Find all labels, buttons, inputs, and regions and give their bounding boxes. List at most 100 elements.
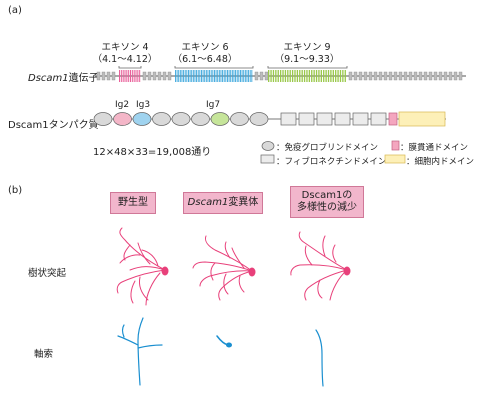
mutant-axon-tip [226, 342, 232, 348]
reduced-diversity-line1: Dscam1の [301, 190, 353, 201]
gene-exon-segment [433, 71, 438, 81]
dendrite-wild-type [116, 227, 166, 306]
alternative-exon-bar [228, 70, 230, 82]
ig7-label: Ig7 [206, 100, 221, 110]
alternative-exon-bar [236, 70, 238, 82]
alternative-exon-bar [225, 70, 227, 82]
alternative-exon-bar [323, 70, 325, 82]
alternative-exon-bar [291, 70, 294, 82]
gene-exon-segment [264, 71, 269, 81]
alternative-exon-bar [178, 70, 180, 82]
alternative-exon-bar [217, 70, 219, 82]
exon-6-name: エキソン 6 [181, 42, 229, 53]
alternative-exon-bar [246, 70, 248, 82]
alternative-exon-bar [222, 70, 224, 82]
alternative-exon-bar [277, 70, 279, 82]
alternative-exon-bar [137, 70, 139, 82]
legend-tm-icon [391, 140, 400, 151]
alternative-exon-bar [176, 70, 178, 82]
alternative-exon-bar [301, 70, 303, 82]
alternative-exon-bar [244, 70, 246, 82]
mutant-box: Dscam1変異体 [183, 192, 263, 214]
ig-domain [249, 112, 269, 126]
alternative-exon-bar [215, 70, 217, 82]
alternative-exon-bar [296, 70, 299, 82]
gene-exon-segment [448, 71, 453, 81]
exon-6-label: エキソン 6 （6.1～6.48） [170, 42, 240, 66]
alternative-exon-bar [330, 70, 332, 82]
alternative-exon-bar [251, 70, 253, 82]
exon-brackets [118, 66, 348, 69]
gene-exon-segment [353, 71, 358, 81]
dendrite-row-label: 樹状突起 [28, 268, 67, 279]
alternative-exon-bar [233, 70, 235, 82]
gene-exon-segment [147, 71, 152, 81]
alternative-exon-bar [212, 70, 214, 82]
gene-exon-segment [259, 71, 264, 81]
alternative-exon-bar [207, 70, 209, 82]
alternative-exon-bar [306, 70, 308, 82]
gene-exon-segment [106, 71, 111, 81]
gene-exon-segment [458, 71, 463, 81]
alternative-exon-bar [139, 70, 141, 82]
alternative-exon-bar [199, 70, 201, 82]
alternative-exon-bar [335, 70, 337, 82]
gene-exon-segment [393, 71, 398, 81]
exon-9-bracket [267, 66, 348, 69]
exon-bars [119, 70, 346, 82]
gene-name-italic: Dscam1 [28, 73, 69, 84]
gene-exon-segment [167, 71, 172, 81]
panel-b-label: (b) [8, 185, 23, 196]
exon-4-range: （4.1～4.12） [92, 54, 158, 65]
alternative-exon-bar [194, 70, 196, 82]
gene-label-suffix: 遺伝子 [68, 73, 99, 84]
legend-ig-text: ：免疫グロブリンドメイン [276, 143, 379, 153]
gene-exon-segment [363, 71, 368, 81]
ig2-label: Ig2 [115, 100, 130, 110]
dendrite-reduced-diversity [290, 231, 348, 301]
alternative-exon-bar [243, 70, 245, 82]
alternative-exon-bar [192, 70, 194, 82]
alternative-exon-bar [175, 70, 176, 82]
ig-domain [230, 112, 249, 126]
cytoplasmic-domain [398, 111, 446, 127]
gene-exon-segment [383, 71, 388, 81]
legend-tm-text: ：膜貫通ドメイン [400, 143, 469, 153]
gene-exon-segment [96, 71, 101, 81]
mutant-label-suffix: 変異体 [228, 197, 259, 208]
gene-exon-segment [368, 71, 373, 81]
ig-domain [171, 112, 191, 126]
gene-exon-segment [111, 71, 116, 81]
alternative-exon-bar [275, 70, 277, 82]
wild-type-soma [161, 266, 169, 276]
alternative-exon-bar [131, 70, 133, 82]
ig-domain [132, 112, 152, 126]
legend-ig-icon [261, 141, 275, 151]
alternative-exon-bar [133, 70, 135, 82]
alternative-exon-bar [294, 70, 296, 82]
alternative-exon-bar [270, 70, 272, 82]
gene-exon-segment [157, 71, 162, 81]
exon-4-bracket [118, 66, 142, 69]
fn-domain [298, 112, 315, 126]
gene-exon-segment [413, 71, 418, 81]
gene-label: Dscam1遺伝子 [28, 69, 99, 84]
alternative-exon-bar [289, 70, 291, 82]
mutant-gene-italic: Dscam1 [187, 197, 229, 208]
wild-type-box: 野生型 [110, 192, 156, 214]
gene-exon-segment [358, 71, 363, 81]
alternative-exon-bar [318, 70, 320, 82]
alternative-exon-bar [210, 70, 212, 82]
gene-exon-segment [438, 71, 443, 81]
gene-exon-segment [162, 71, 167, 81]
alternative-exon-bar [337, 70, 339, 82]
gene-exon-segment [378, 71, 383, 81]
gene-exon-segment [152, 71, 157, 81]
gene-exon-segment [373, 71, 378, 81]
formula: 12×48×33=19,008通り [93, 147, 212, 158]
alternative-exon-bar [284, 70, 287, 82]
alternative-exon-bar [184, 70, 186, 82]
alternative-exon-bar [327, 70, 330, 82]
exon-4-label: エキソン 4 （4.1～4.12） [92, 42, 158, 66]
ig-domain [113, 112, 132, 126]
